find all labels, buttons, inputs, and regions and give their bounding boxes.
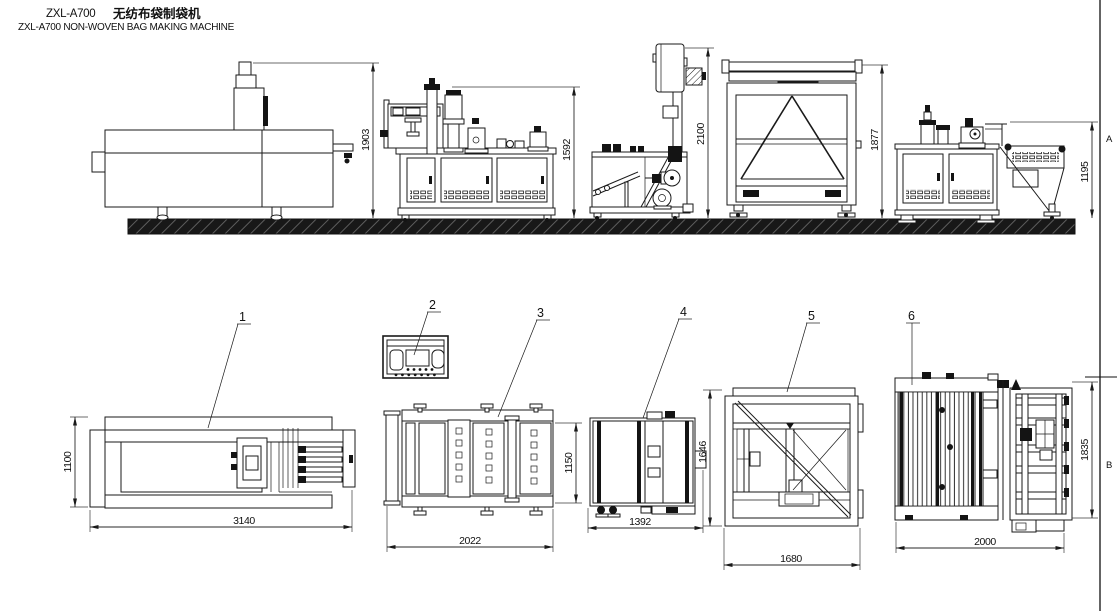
- plan-view-1-geometry: [89, 416, 356, 509]
- fork-prongs: [298, 446, 343, 483]
- machine-1-geometry: [91, 61, 354, 221]
- plan-view-2-control-panel: 2: [382, 298, 449, 379]
- bolt-column-2: [485, 428, 493, 484]
- machine-1-elevation: 1903: [91, 61, 379, 221]
- dim-machine-5-height: 1195: [1010, 121, 1098, 219]
- dim-view-4-width: 1392: [587, 470, 704, 533]
- dim-value-2100: 2100: [695, 123, 707, 145]
- dim-value-1835: 1835: [1079, 439, 1091, 461]
- title-chinese: 无纺布袋制袋机: [112, 6, 201, 21]
- bolt-column-3: [530, 429, 538, 485]
- balloon-1-text: 1: [239, 310, 246, 324]
- dim-machine-4-height: 1877: [862, 64, 888, 219]
- sheet-border: A B: [1085, 0, 1117, 611]
- plan-view-3-geometry: [383, 403, 554, 516]
- balloon-label-4: 4: [642, 305, 692, 419]
- dim-view-1-width: 3140: [89, 490, 353, 532]
- balloon-2-text: 2: [429, 298, 436, 312]
- dim-value-2000: 2000: [974, 536, 996, 548]
- dim-value-1903: 1903: [360, 129, 372, 151]
- title-english: ZXL-A700 NON-WOVEN BAG MAKING MACHINE: [18, 21, 234, 33]
- machine-2-geometry: [380, 78, 557, 222]
- balloon-label-2: 2: [413, 298, 441, 356]
- dim-view-5-depth: 1646: [697, 389, 722, 527]
- machine-5-elevation: 1195: [894, 105, 1098, 224]
- dim-view-6-width: 2000: [895, 522, 1065, 553]
- machine-5-geometry: [894, 105, 1066, 224]
- balloon-6-text: 6: [908, 309, 915, 323]
- balloon-label-3: 3: [497, 306, 550, 418]
- edge-slots: [1064, 396, 1069, 497]
- balloon-5-text: 5: [808, 309, 815, 323]
- title-model-number: ZXL-A700: [46, 8, 95, 20]
- dim-value-1680: 1680: [780, 553, 802, 565]
- balloon-label-5: 5: [786, 309, 820, 393]
- dim-view-3-width: 2022: [386, 506, 554, 552]
- dim-value-1150: 1150: [563, 452, 575, 474]
- balloon-label-1: 1: [207, 310, 251, 429]
- dim-value-1195: 1195: [1079, 161, 1091, 183]
- dim-value-2022: 2022: [459, 535, 481, 547]
- plan-view-6-geometry: [894, 372, 1073, 533]
- dim-value-1392: 1392: [629, 516, 651, 528]
- balloon-4-text: 4: [680, 305, 687, 319]
- dim-view-5-width: 1680: [723, 528, 861, 570]
- plan-view-1: 1100 3140 1: [62, 310, 356, 532]
- dim-view-3-depth: 1150: [555, 422, 582, 504]
- dim-value-1592: 1592: [561, 139, 573, 161]
- machine-3-geometry: [589, 43, 706, 220]
- dim-value-3140: 3140: [233, 515, 255, 527]
- plan-view-6: 2000 1835 6: [894, 309, 1098, 553]
- plan-view-5: 1646 1680 5: [697, 309, 864, 570]
- t-stands: [413, 403, 543, 516]
- bolt-column-1: [455, 427, 463, 483]
- balloon-3-text: 3: [537, 306, 544, 320]
- dim-machine-1-height: 1903: [253, 62, 379, 219]
- plan-view-5-geometry: [724, 387, 864, 527]
- plan-view-4: 1392 4: [587, 305, 707, 533]
- plan-view-2-geometry: [382, 335, 449, 379]
- balloon-label-6: 6: [906, 309, 920, 385]
- zone-letter-b: B: [1106, 460, 1112, 471]
- machine-4-elevation: 1877: [721, 59, 888, 219]
- dim-machine-2-height: 1592: [452, 86, 580, 219]
- dim-value-1877: 1877: [869, 129, 881, 151]
- plan-view-3: 1150 2022 3: [383, 306, 582, 552]
- machine-2-elevation: 1592: [380, 78, 580, 222]
- dim-value-1100: 1100: [62, 451, 74, 473]
- machine-4-geometry: [721, 59, 863, 218]
- dim-machine-3-height: 2100: [685, 47, 714, 219]
- dim-value-1646: 1646: [697, 441, 709, 463]
- dim-view-1-depth: 1100: [62, 416, 88, 508]
- plan-view-4-geometry: [589, 411, 707, 518]
- hmi-screen: [405, 349, 430, 367]
- ground-hatch-bar: [127, 218, 1076, 235]
- dim-view-6-depth: 1835: [1072, 381, 1098, 519]
- title-block: ZXL-A700 无纺布袋制袋机 ZXL-A700 NON-WOVEN BAG …: [18, 6, 235, 33]
- panel-buttons: [394, 368, 436, 377]
- zone-letter-a: A: [1106, 134, 1113, 145]
- machine-3-elevation: 2100: [589, 43, 714, 220]
